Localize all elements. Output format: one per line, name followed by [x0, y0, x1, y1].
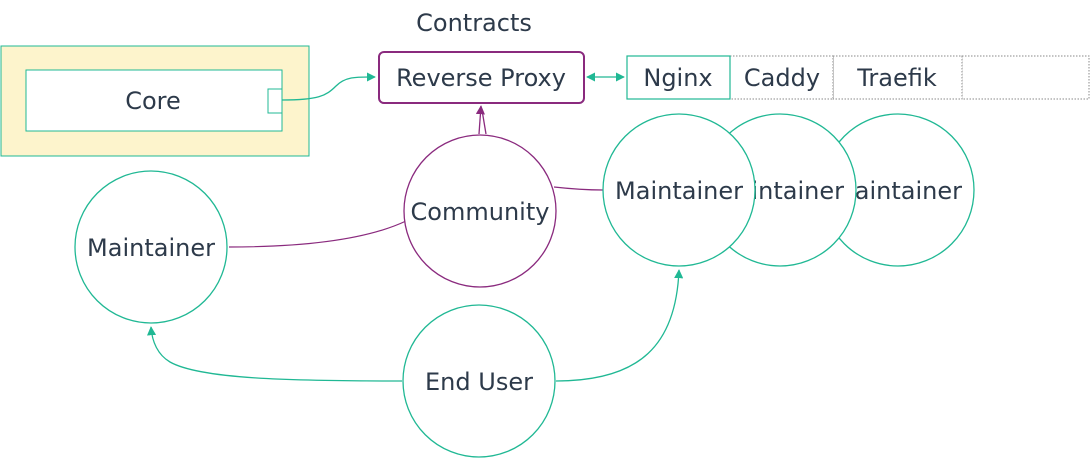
maintainer-stack-front-label: Maintainer	[615, 177, 743, 205]
edge-enduser-to-maintainer-left	[147, 326, 403, 382]
maintainer-left-label: Maintainer	[87, 234, 215, 262]
core-label: Core	[125, 87, 181, 115]
maintainer-stack: Maintainer Maintainer Maintainer	[602, 113, 975, 267]
maintainer-left-circle	[74, 170, 228, 324]
impl-label-caddy: Caddy	[744, 64, 820, 92]
implementations-row: Nginx Caddy Traefik	[626, 55, 1090, 100]
maintainer-left-node[interactable]: Maintainer	[74, 170, 228, 324]
reverse-proxy-box	[378, 51, 585, 104]
impl-cell-nginx-box[interactable]	[626, 55, 731, 100]
group-title: Contracts	[416, 9, 532, 37]
edge-community-maintainer-stack	[553, 186, 604, 191]
maintainer-stack-front[interactable]: Maintainer	[602, 113, 756, 267]
reverse-proxy-node[interactable]: Reverse Proxy	[378, 51, 585, 104]
impl-label-traefik: Traefik	[856, 64, 937, 92]
impl-cell-caddy-box	[729, 55, 834, 100]
core-inner-box	[25, 69, 283, 132]
core-module[interactable]: Core	[0, 45, 310, 157]
maintainer-stack-front-circle	[602, 113, 756, 267]
edge-community-maintainer-left	[228, 220, 407, 248]
edge-core-to-proxy	[281, 72, 376, 101]
edge-enduser-to-maintainer-stack	[555, 269, 684, 382]
community-circle	[403, 134, 557, 288]
end-user-label: End User	[425, 368, 533, 396]
community-label: Community	[411, 198, 550, 226]
impl-cell-traefik-box	[832, 55, 963, 100]
edge-community-to-proxy-2	[481, 109, 487, 135]
reverse-proxy-label: Reverse Proxy	[396, 64, 566, 92]
end-user-circle	[402, 304, 556, 458]
edge-community-to-proxy	[475, 105, 485, 135]
community-node[interactable]: Community	[403, 134, 557, 288]
impl-cell-empty-box	[961, 55, 1090, 100]
end-user-node[interactable]: End User	[402, 304, 556, 458]
impl-label-nginx: Nginx	[643, 64, 712, 92]
core-port	[267, 88, 283, 114]
